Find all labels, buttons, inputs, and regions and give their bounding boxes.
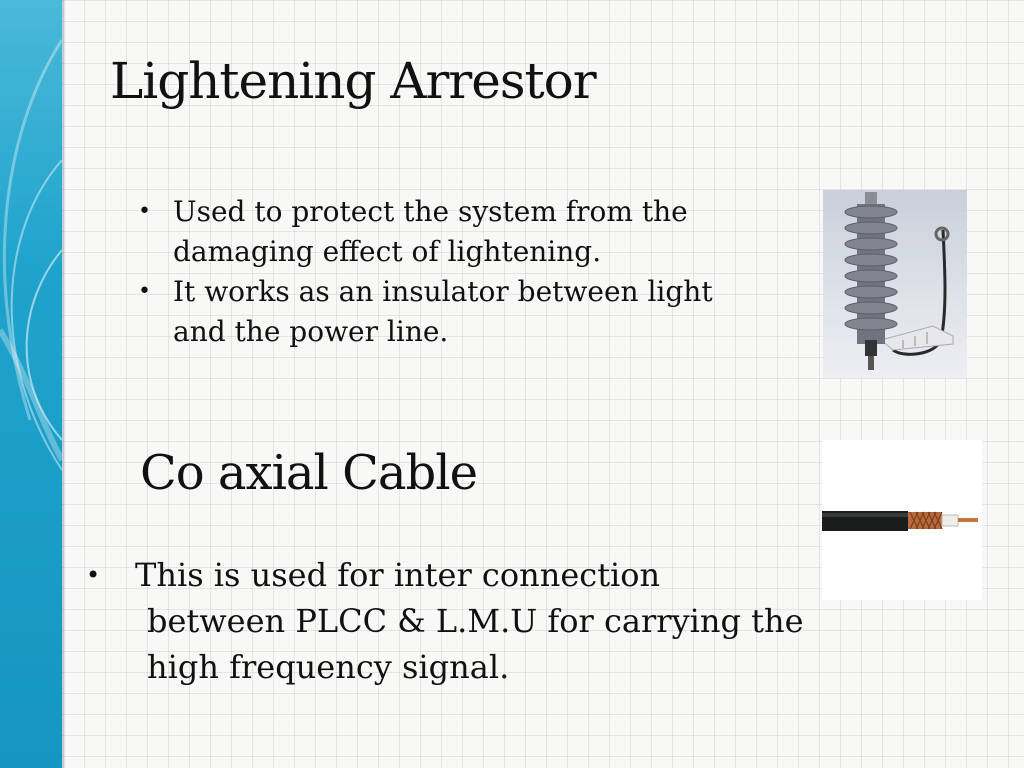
- bullet-marker: •: [138, 279, 151, 304]
- lightning-arrestor-illustration: [844, 192, 954, 370]
- bullet-text-line: damaging effect of lightening.: [173, 235, 602, 268]
- bullet-text-line: between PLCC & L.M.U for carrying the: [147, 602, 804, 640]
- lightning-arrestor-photo: [823, 190, 967, 378]
- bullet-marker: •: [138, 199, 151, 224]
- coaxial-bullet-list: • This is used for inter connection betw…: [86, 552, 816, 690]
- decorative-side-band: [0, 0, 62, 768]
- section-title-lightening-arrestor: Lightening Arrestor: [110, 52, 597, 110]
- side-band-shadow: [62, 0, 66, 768]
- coaxial-cable-illustration: [822, 511, 978, 531]
- bullet-text-line: It works as an insulator between light: [173, 275, 713, 308]
- bullet-text-line: and the power line.: [173, 315, 449, 348]
- bullet-text-line: Used to protect the system from the: [173, 195, 688, 228]
- list-item: • It works as an insulator between light…: [138, 272, 798, 352]
- list-item: • Used to protect the system from the da…: [138, 192, 798, 272]
- section-title-coaxial-cable: Co axial Cable: [140, 445, 478, 501]
- bullet-marker: •: [86, 561, 101, 589]
- list-item: • This is used for inter connection betw…: [86, 552, 816, 690]
- bullet-text-line: high frequency signal.: [147, 648, 510, 686]
- bullet-text-line: This is used for inter connection: [135, 556, 661, 594]
- coaxial-cable-photo: [822, 440, 982, 600]
- side-band-swirl-graphic: [0, 39, 62, 471]
- arrestor-bullet-list: • Used to protect the system from the da…: [138, 192, 798, 352]
